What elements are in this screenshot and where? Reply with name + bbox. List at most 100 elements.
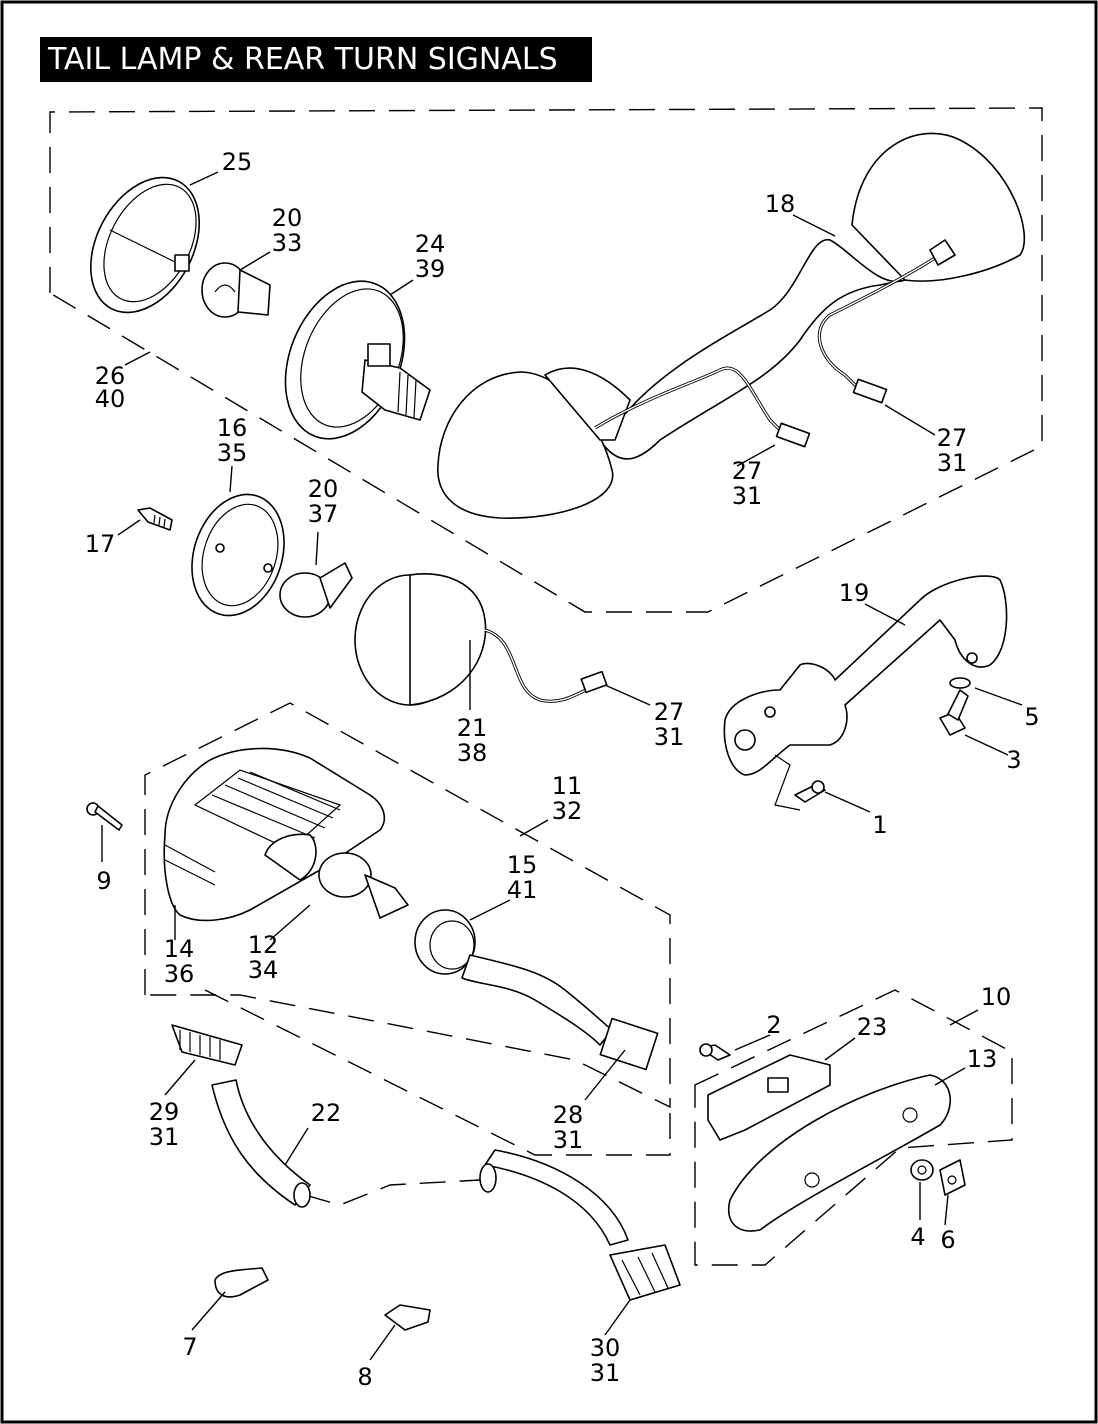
screw-17-part <box>137 507 173 531</box>
clip-7-part <box>214 1267 269 1298</box>
callout-number: 34 <box>248 956 279 984</box>
callout-number: 28 <box>553 1101 584 1129</box>
callout-number: 10 <box>981 983 1012 1011</box>
callout-number: 21 <box>457 714 488 742</box>
trim-ring-part <box>191 493 285 617</box>
callout-number: 27 <box>654 698 685 726</box>
callout-label: 22 <box>311 1099 342 1127</box>
callout-number: 1 <box>872 811 887 839</box>
clip-8-part <box>384 1304 431 1331</box>
turn-lamp-lens-part <box>354 573 608 706</box>
tail-lamp-group-outline <box>144 702 671 1109</box>
socket-housing-part <box>284 280 431 440</box>
bulb-part <box>201 262 271 318</box>
callout-number: 17 <box>85 530 116 558</box>
tail-bulb-part <box>318 852 409 919</box>
callout-number: 35 <box>217 439 248 467</box>
callout-number: 29 <box>149 1098 180 1126</box>
group-outlines <box>49 107 1043 1266</box>
callout-number: 38 <box>457 739 488 767</box>
callout-number: 37 <box>308 500 339 528</box>
callout-number: 31 <box>654 723 685 751</box>
turn-signal-bar-part <box>437 132 1025 519</box>
callout-number: 8 <box>357 1363 372 1391</box>
callout-number: 20 <box>308 475 339 503</box>
callout-label: 1 <box>872 811 887 839</box>
callout-number: 32 <box>552 797 583 825</box>
callout-number: 14 <box>164 935 195 963</box>
callout-label: 19 <box>839 579 870 607</box>
callout-number: 31 <box>732 482 763 510</box>
washer-4-part <box>910 1159 934 1181</box>
diagram-title: TAIL LAMP & REAR TURN SIGNALS <box>40 37 592 82</box>
bracket-part <box>723 575 1008 811</box>
callout-number: 13 <box>967 1045 998 1073</box>
bolt-3-part <box>939 689 969 736</box>
callout-number: 11 <box>552 772 583 800</box>
callout-label: 2 <box>766 1011 781 1039</box>
callout-label: 13 <box>967 1045 998 1073</box>
callout-number: 20 <box>272 204 303 232</box>
callout-label: 17 <box>85 530 116 558</box>
callout-number: 16 <box>217 414 248 442</box>
callout-number: 26 <box>95 362 126 390</box>
bulb-amber-part <box>279 562 353 618</box>
callout-label: 10 <box>981 983 1012 1011</box>
callout-number: 31 <box>590 1359 621 1387</box>
callout-label: 4 <box>910 1223 925 1251</box>
callout-label: 25 <box>222 148 253 176</box>
callout-number: 31 <box>553 1126 584 1154</box>
callout-number: 36 <box>164 960 195 988</box>
screw-9-part <box>86 802 123 831</box>
callout-label: 18 <box>765 190 796 218</box>
callout-number: 27 <box>937 424 968 452</box>
callout-label: 5 <box>1024 703 1039 731</box>
license-lamp-lens-part <box>728 1074 952 1232</box>
callout-number: 33 <box>272 229 303 257</box>
callout-number: 2 <box>766 1011 781 1039</box>
callout-number: 30 <box>590 1334 621 1362</box>
callout-number: 22 <box>311 1099 342 1127</box>
callout-number: 6 <box>940 1226 955 1254</box>
lock-washer-5-part <box>949 677 971 689</box>
callout-number: 23 <box>857 1013 888 1041</box>
callout-number: 25 <box>222 148 253 176</box>
callout-label: 8 <box>357 1363 372 1391</box>
callout-number: 41 <box>507 876 538 904</box>
callout-number: 19 <box>839 579 870 607</box>
leader-lines <box>101 171 1023 1361</box>
harness-break-line <box>304 1179 481 1206</box>
callout-number: 31 <box>149 1123 180 1151</box>
license-lamp-bracket-part <box>699 1043 831 1141</box>
lens-part <box>89 176 201 314</box>
socket-harness-part <box>414 909 659 1071</box>
nut-6-part <box>939 1159 966 1196</box>
callout-number: 7 <box>182 1333 197 1361</box>
callout-label: 9 <box>96 867 111 895</box>
callout-number: 5 <box>1024 703 1039 731</box>
callout-number: 3 <box>1006 746 1021 774</box>
callout-number: 39 <box>415 255 446 283</box>
callout-number: 12 <box>248 931 279 959</box>
callout-number: 4 <box>910 1223 925 1251</box>
callout-number: 40 <box>95 385 126 413</box>
tail-lamp-housing-part <box>163 747 386 922</box>
callout-label: 23 <box>857 1013 888 1041</box>
